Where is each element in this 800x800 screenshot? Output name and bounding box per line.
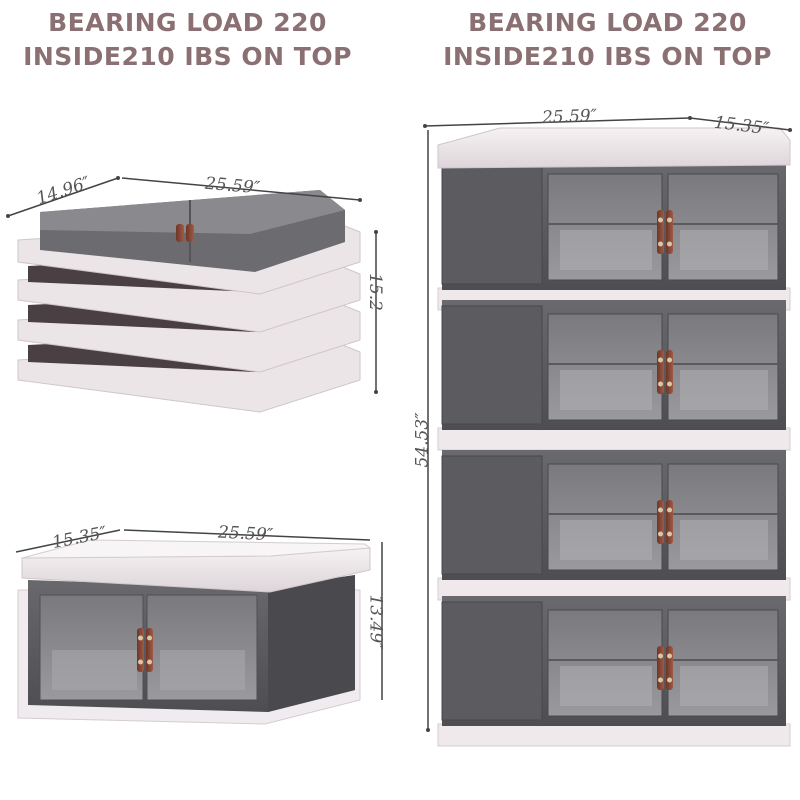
tower-box bbox=[437, 596, 791, 747]
single-height-label: 13.49″ bbox=[365, 594, 386, 650]
headline-right-line1: BEARING LOAD 220 bbox=[468, 8, 747, 37]
single-box bbox=[15, 529, 383, 725]
headline-right-line2: INSIDE210 IBS ON TOP bbox=[443, 42, 772, 71]
folded-top-box bbox=[17, 190, 361, 295]
tower-width-label: 25.59″ bbox=[541, 106, 598, 128]
tower-box bbox=[437, 160, 791, 311]
tower-height-label: 54.53″ bbox=[412, 412, 433, 468]
single-width-label: 25.59″ bbox=[217, 522, 274, 546]
headline-left-line1: BEARING LOAD 220 bbox=[48, 8, 327, 37]
tower bbox=[423, 116, 792, 747]
tower-box bbox=[437, 300, 791, 451]
headline-left: BEARING LOAD 220 INSIDE210 IBS ON TOP bbox=[10, 6, 365, 74]
tower-box bbox=[437, 450, 791, 601]
headline-right: BEARING LOAD 220 INSIDE210 IBS ON TOP bbox=[430, 6, 785, 74]
folded-stack bbox=[6, 176, 378, 413]
folded-height-label: 15.2 bbox=[364, 273, 385, 311]
headline-left-line2: INSIDE210 IBS ON TOP bbox=[23, 42, 352, 71]
